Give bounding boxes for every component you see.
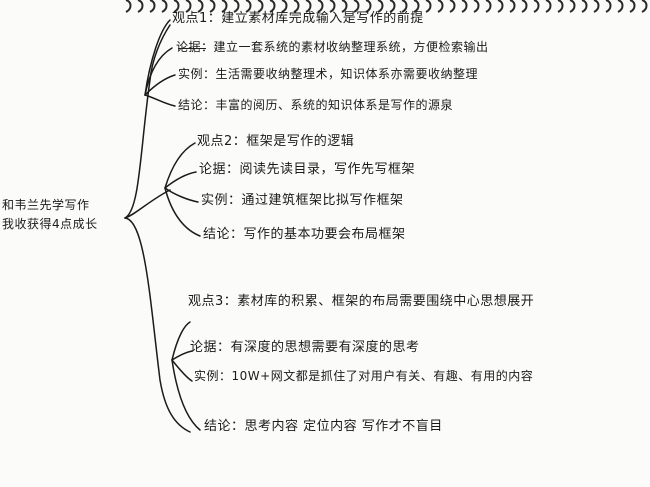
group1-evidence: 论据：建立一套系统的素材收纳整理系统，方便检索输出 bbox=[176, 40, 489, 54]
spiral-ring bbox=[605, 0, 612, 13]
spiral-ring bbox=[377, 0, 384, 13]
spiral-ring bbox=[221, 0, 228, 13]
spiral-ring bbox=[425, 0, 432, 13]
spiral-ring bbox=[473, 0, 480, 13]
spiral-ring bbox=[557, 0, 564, 13]
spiral-ring bbox=[545, 0, 552, 13]
root-line-2: 我收获得4点成长 bbox=[2, 216, 98, 231]
spiral-ring bbox=[233, 0, 240, 13]
spiral-ring bbox=[617, 0, 624, 13]
spiral-ring bbox=[245, 0, 252, 13]
spiral-ring bbox=[257, 0, 264, 13]
group2-evidence: 论据：阅读先读目录，写作先写框架 bbox=[199, 162, 416, 177]
spiral-ring bbox=[461, 0, 468, 13]
spiral-ring bbox=[365, 0, 372, 13]
spiral-ring bbox=[449, 0, 456, 13]
strikethrough-mark bbox=[178, 48, 206, 50]
spiral-ring bbox=[497, 0, 504, 13]
spiral-ring bbox=[125, 0, 132, 13]
spiral-ring bbox=[341, 0, 348, 13]
group3-conclusion: 结论：思考内容 定位内容 写作才不盲目 bbox=[204, 419, 443, 434]
spiral-ring bbox=[173, 0, 180, 13]
spiral-ring bbox=[149, 0, 156, 13]
spiral-ring bbox=[629, 0, 636, 13]
root-topic: 和韦兰先学写作 我收获得4点成长 bbox=[2, 196, 132, 233]
group1-conclusion: 结论：丰富的阅历、系统的知识体系是写作的源泉 bbox=[178, 98, 454, 112]
group3-evidence: 论据：有深度的思想需要有深度的思考 bbox=[190, 340, 420, 355]
spiral-ring bbox=[269, 0, 276, 13]
root-line-1: 和韦兰先学写作 bbox=[2, 198, 90, 212]
spiral-ring bbox=[593, 0, 600, 13]
spiral-ring bbox=[389, 0, 396, 13]
group3-viewpoint: 观点3：素材库的积累、框架的布局需要围绕中心思想展开 bbox=[188, 294, 535, 309]
group1-example: 实例：生活需要收纳整理术，知识体系亦需要收纳整理 bbox=[178, 67, 479, 81]
group3-example: 实例：10W+网文都是抓住了对用户有关、有趣、有用的内容 bbox=[194, 369, 534, 383]
group2-conclusion: 结论：写作的基本功要会布局框架 bbox=[203, 227, 406, 242]
spiral-ring bbox=[437, 0, 444, 13]
spiral-ring bbox=[305, 0, 312, 13]
spiral-ring bbox=[485, 0, 492, 13]
spiral-ring bbox=[197, 0, 204, 13]
spiral-ring bbox=[353, 0, 360, 13]
spiral-ring bbox=[329, 0, 336, 13]
spiral-ring bbox=[281, 0, 288, 13]
spiral-ring bbox=[209, 0, 216, 13]
spiral-ring bbox=[569, 0, 576, 13]
spiral-ring bbox=[185, 0, 192, 13]
spiral-ring bbox=[641, 0, 648, 13]
spiral-ring bbox=[533, 0, 540, 13]
spiral-ring bbox=[317, 0, 324, 13]
spiral-ring bbox=[509, 0, 516, 13]
spiral-ring bbox=[137, 0, 144, 13]
spiral-ring bbox=[161, 0, 168, 13]
spiral-binding bbox=[125, 0, 648, 13]
spiral-ring bbox=[521, 0, 528, 13]
spiral-ring bbox=[401, 0, 408, 13]
group2-example: 实例：通过建筑框架比拟写作框架 bbox=[201, 193, 404, 208]
group1-viewpoint: 观点1：建立素材库完成输入是写作的前提 bbox=[172, 11, 424, 26]
spiral-ring bbox=[413, 0, 420, 13]
spiral-ring bbox=[293, 0, 300, 13]
spiral-ring bbox=[581, 0, 588, 13]
group2-viewpoint: 观点2：框架是写作的逻辑 bbox=[197, 134, 355, 149]
